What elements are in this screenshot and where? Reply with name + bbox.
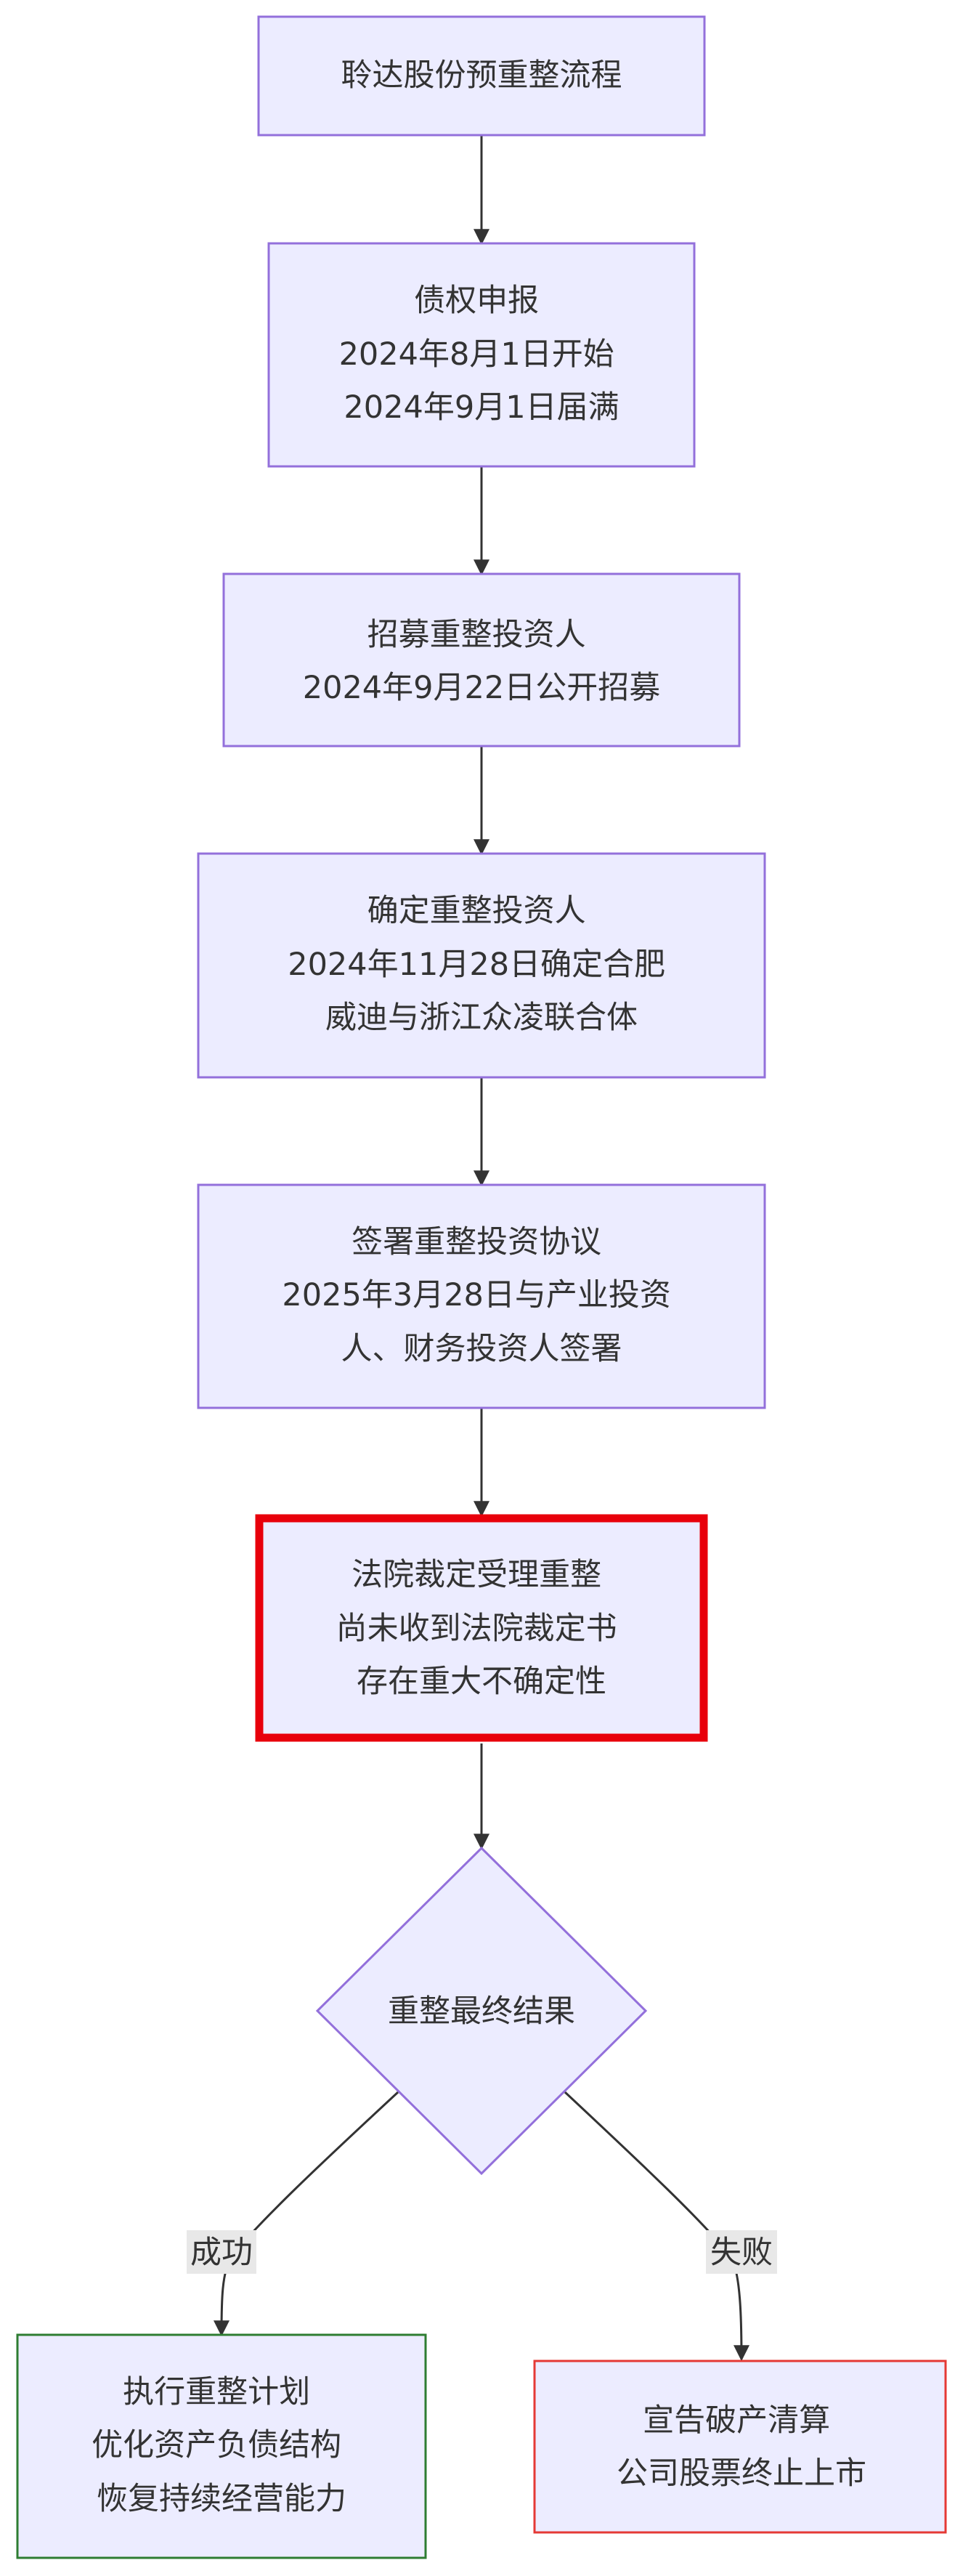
node-sign-box (197, 1183, 766, 1409)
edge-label-failure-text: 失败 (710, 2235, 773, 2271)
node-claims-label: 债权申报 2024年8月1日开始 2024年9月1日届满 (339, 283, 625, 426)
node-sign-label: 签署重整投资协议 2025年3月28日与产业投资 人、财务投资人签署 (282, 1224, 680, 1367)
edge-decision-to-failure (564, 2091, 749, 2362)
node-recruit-box (222, 572, 741, 748)
node-success-line: 优化资产负债结构 (92, 2427, 341, 2463)
node-confirm-label: 确定重整投资人 2024年11月28日确定合肥 威迪与浙江众凌联合体 (288, 893, 675, 1036)
edge-decision-to-success (214, 2091, 399, 2337)
node-failure-label: 宣告破产清算 公司股票终止上市 (617, 2402, 866, 2492)
node-recruit-line: 招募重整投资人 (367, 617, 586, 653)
node-sign: 签署重整投资协议 2025年3月28日与产业投资 人、财务投资人签署 (197, 1183, 766, 1409)
node-success-box (16, 2333, 427, 2559)
node-decision-line: 重整最终结果 (388, 1993, 575, 2030)
node-success: 执行重整计划 优化资产负债结构 恢复持续经营能力 (16, 2333, 427, 2559)
edge-label-success: 成功 (187, 2230, 256, 2274)
node-recruit: 招募重整投资人 2024年9月22日公开招募 (222, 572, 741, 748)
node-confirm: 确定重整投资人 2024年11月28日确定合肥 威迪与浙江众凌联合体 (197, 852, 766, 1079)
node-sign-line: 签署重整投资协议 (352, 1224, 601, 1260)
node-success-line: 恢复持续经营能力 (97, 2481, 346, 2517)
node-failure-box (533, 2360, 947, 2534)
node-recruit-label: 招募重整投资人 2024年9月22日公开招募 (303, 617, 661, 706)
node-claims-line: 债权申报 (414, 283, 539, 319)
edge-label-failure: 失败 (706, 2230, 777, 2274)
node-court: 法院裁定受理重整 尚未收到法院裁定书 存在重大不确定性 (255, 1514, 708, 1742)
node-court-line: 法院裁定受理重整 (352, 1557, 601, 1593)
node-success-label: 执行重整计划 优化资产负债结构 恢复持续经营能力 (92, 2374, 352, 2517)
edge-label-success-bg (187, 2230, 256, 2274)
node-start-box (257, 15, 706, 137)
node-claims-line: 2024年8月1日开始 (339, 336, 614, 373)
node-confirm-line: 确定重整投资人 (367, 893, 586, 929)
node-failure-line: 公司股票终止上市 (617, 2455, 866, 2492)
node-sign-line: 2025年3月28日与产业投资 (282, 1277, 671, 1313)
node-failure-line: 宣告破产清算 (643, 2402, 830, 2439)
node-decision-diamond (315, 1846, 648, 2176)
node-start: 聆达股份预重整流程 (257, 15, 706, 137)
node-recruit-line: 2024年9月22日公开招募 (303, 670, 661, 706)
node-confirm-line: 威迪与浙江众凌联合体 (325, 1000, 638, 1036)
node-claims-line: 2024年9月1日届满 (344, 389, 619, 426)
edge-label-failure-bg (706, 2230, 777, 2274)
node-confirm-box (197, 852, 766, 1079)
node-sign-line: 人、财务投资人签署 (341, 1331, 622, 1367)
node-claims-box (267, 242, 696, 468)
edge-label-success-text: 成功 (190, 2235, 253, 2271)
node-court-line: 存在重大不确定性 (357, 1664, 606, 1700)
node-success-line: 执行重整计划 (123, 2374, 310, 2410)
node-start-line: 聆达股份预重整流程 (341, 57, 622, 94)
node-court-label: 法院裁定受理重整 尚未收到法院裁定书 存在重大不确定性 (336, 1557, 627, 1700)
node-failure: 宣告破产清算 公司股票终止上市 (533, 2360, 947, 2534)
node-decision: 重整最终结果 (315, 1846, 648, 2176)
node-court-box (255, 1514, 708, 1742)
node-confirm-line: 2024年11月28日确定合肥 (288, 947, 665, 983)
node-court-line: 尚未收到法院裁定书 (336, 1611, 617, 1647)
node-decision-label: 重整最终结果 (388, 1993, 575, 2030)
node-start-label: 聆达股份预重整流程 (341, 57, 622, 94)
node-claims: 债权申报 2024年8月1日开始 2024年9月1日届满 (267, 242, 696, 468)
